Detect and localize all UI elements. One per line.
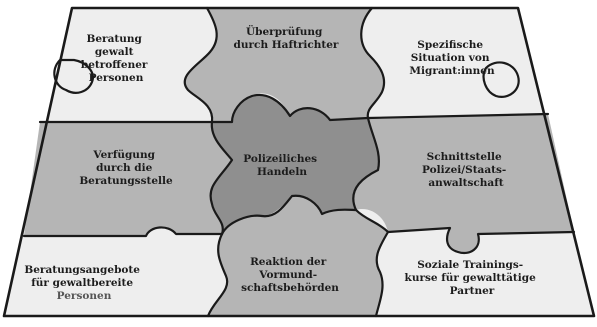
seam-top-center-left [183,6,218,124]
seam-center-left [209,120,234,236]
label-middle-left: Verfügung durch die Beratungsstelle [79,149,173,187]
label-middle-right: Schnittstelle Polizei/Staats- anwaltscha… [422,151,510,189]
piece-bottom-center [208,195,388,316]
label-top-left: Beratung gewalt betroffener Personen [81,33,151,84]
seam-bottom-center-right [374,230,390,318]
label-center: Polizeiliches Handeln [243,153,320,178]
seam-center-right [352,116,390,234]
puzzle-outline [2,6,596,318]
label-bottom-right: Soziale Trainings- kurse für gewalttätig… [405,259,540,297]
label-bottom-left: Beratungsangebote für gewaltbereite Pers… [24,264,143,302]
label-top-right: Spezifische Situation von Migrant:innen [409,39,495,77]
knob-top-left [53,58,94,94]
piece-middle-right [353,114,574,254]
seam-upper-horizontal [38,93,550,124]
label-bottom-center: Reaktion der Vormund- schaftsbehörden [241,256,339,294]
seam-bottom-center-left [206,232,229,318]
piece-center [210,94,379,234]
knob-top-right [482,61,520,98]
seam-top-center-right [360,6,386,120]
seam-lower-horizontal [22,194,576,255]
label-top-center: Überprüfung durch Haftrichter [234,24,339,51]
piece-top-center [184,8,385,122]
piece-middle-left [24,122,232,236]
